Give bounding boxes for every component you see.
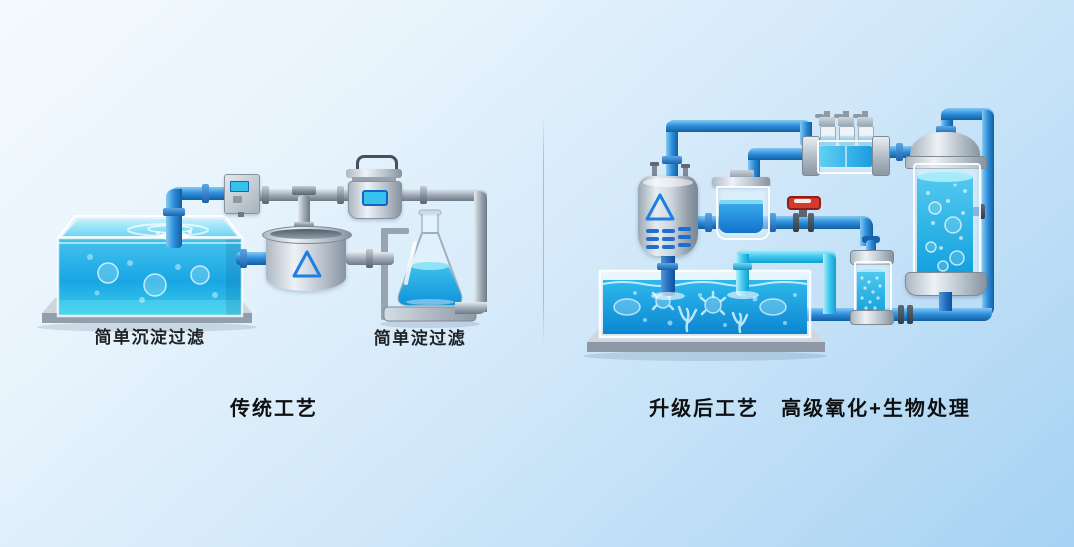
jar-knob xyxy=(730,170,754,179)
column-dome-band xyxy=(905,156,987,169)
vessel-vent xyxy=(678,243,691,247)
flask-label: 简单淀过滤 xyxy=(373,329,467,348)
injector-neck xyxy=(862,111,868,118)
pipe-inlet-horizontal xyxy=(170,187,230,200)
pipe-loop-bottom xyxy=(455,302,487,314)
injector-neck xyxy=(843,111,849,118)
control-box xyxy=(224,174,260,214)
reactor-flange-right xyxy=(872,136,890,176)
reactor-flange-left xyxy=(802,136,820,176)
pipe-flange xyxy=(657,263,678,270)
canister-lid xyxy=(346,169,402,178)
column-top-port xyxy=(936,126,956,135)
pipe-top-run xyxy=(666,120,812,132)
pipe-vessel-downcomer xyxy=(661,256,675,296)
pipe-flange xyxy=(240,249,247,268)
vessel-vent xyxy=(662,245,675,249)
pipe-return-horizontal xyxy=(736,250,836,263)
canister-handle xyxy=(356,155,398,175)
water-splash xyxy=(727,291,759,299)
water-splash xyxy=(651,292,685,300)
control-box-button xyxy=(233,196,242,203)
vessel-vent xyxy=(662,237,675,241)
pipe-vessel-riser xyxy=(666,122,678,180)
injector-spout xyxy=(834,114,843,118)
triangle-outline-icon xyxy=(645,193,675,221)
vessel-port xyxy=(652,164,657,177)
vessel-port-cap xyxy=(681,164,690,168)
pipe-flange xyxy=(420,186,427,204)
pipe-flange xyxy=(262,186,269,204)
vessel-port xyxy=(683,166,688,177)
injector-neck xyxy=(824,111,830,118)
vessel-vent xyxy=(678,235,691,239)
divider-line xyxy=(543,115,544,345)
tank-label: 简单沉淀过滤 xyxy=(94,328,206,347)
vessel-vent xyxy=(662,229,675,233)
vessel-port-cap xyxy=(650,162,659,166)
pipe-column-top xyxy=(941,108,994,120)
canister-screen xyxy=(362,190,388,206)
vessel-vent xyxy=(646,229,659,233)
column-liquid-surface xyxy=(917,172,973,182)
pipe-flange xyxy=(366,249,373,268)
valve-handle-stripe xyxy=(794,199,811,203)
control-box-screen xyxy=(230,181,249,192)
vessel-vent xyxy=(646,237,659,241)
triangle-outline-icon xyxy=(292,250,322,278)
pipe-flange xyxy=(163,208,185,216)
injector-cap xyxy=(819,117,835,126)
pipe-coupling xyxy=(907,305,913,324)
flask-assembly xyxy=(380,209,480,328)
small-column-media xyxy=(860,276,882,310)
pipe-jar-to-reactor xyxy=(748,148,808,160)
vessel-vent xyxy=(678,227,691,231)
pipe-flange xyxy=(733,263,752,270)
vessel-vent xyxy=(646,245,659,249)
injector-cap xyxy=(838,117,854,126)
injector-spout xyxy=(853,114,862,118)
pipe-return-right-drop xyxy=(823,254,836,314)
column-bottom-port xyxy=(939,292,952,311)
jar-liquid xyxy=(719,204,763,233)
pipe-flange xyxy=(202,184,209,203)
valve-stem xyxy=(799,205,807,217)
vessel-top-highlight xyxy=(643,178,693,187)
pipe-coupling xyxy=(898,305,904,324)
pipe-flange xyxy=(705,213,712,232)
sedimentation-tank xyxy=(37,215,257,332)
pipe-flange xyxy=(896,143,903,161)
pipe-loop-right xyxy=(474,191,487,312)
jar-lid xyxy=(712,177,770,187)
pipe-flange xyxy=(337,186,344,204)
valve-flange xyxy=(808,213,814,232)
mixing-pot-opening xyxy=(270,229,342,239)
reactor-divider xyxy=(845,146,847,167)
canister-neck xyxy=(352,177,396,182)
injector-spout xyxy=(815,114,824,118)
pipe-column-stub xyxy=(970,207,984,216)
valve-flange xyxy=(793,213,799,232)
small-column-port xyxy=(866,240,876,254)
right-process-title: 升级后工艺 高级氧化+生物处理 xyxy=(649,398,971,420)
column-bubbles xyxy=(925,183,967,272)
pipe-inlet-drop xyxy=(166,189,182,248)
pipe-tee-fitting xyxy=(292,186,316,195)
bio-basin xyxy=(583,269,827,361)
injector-cap xyxy=(857,117,873,126)
left-process-title: 传统工艺 xyxy=(230,398,318,420)
control-box-probe xyxy=(238,212,244,217)
jar-liquid-surface xyxy=(719,200,763,205)
pipe-flange xyxy=(769,213,776,232)
pipe-flange xyxy=(979,204,985,219)
small-column-port-cap xyxy=(862,236,880,243)
pipe-return-into-basin xyxy=(736,254,749,296)
small-column-bottom-cap xyxy=(850,310,894,325)
pipe-flange xyxy=(662,156,682,164)
column-dome xyxy=(910,132,980,160)
